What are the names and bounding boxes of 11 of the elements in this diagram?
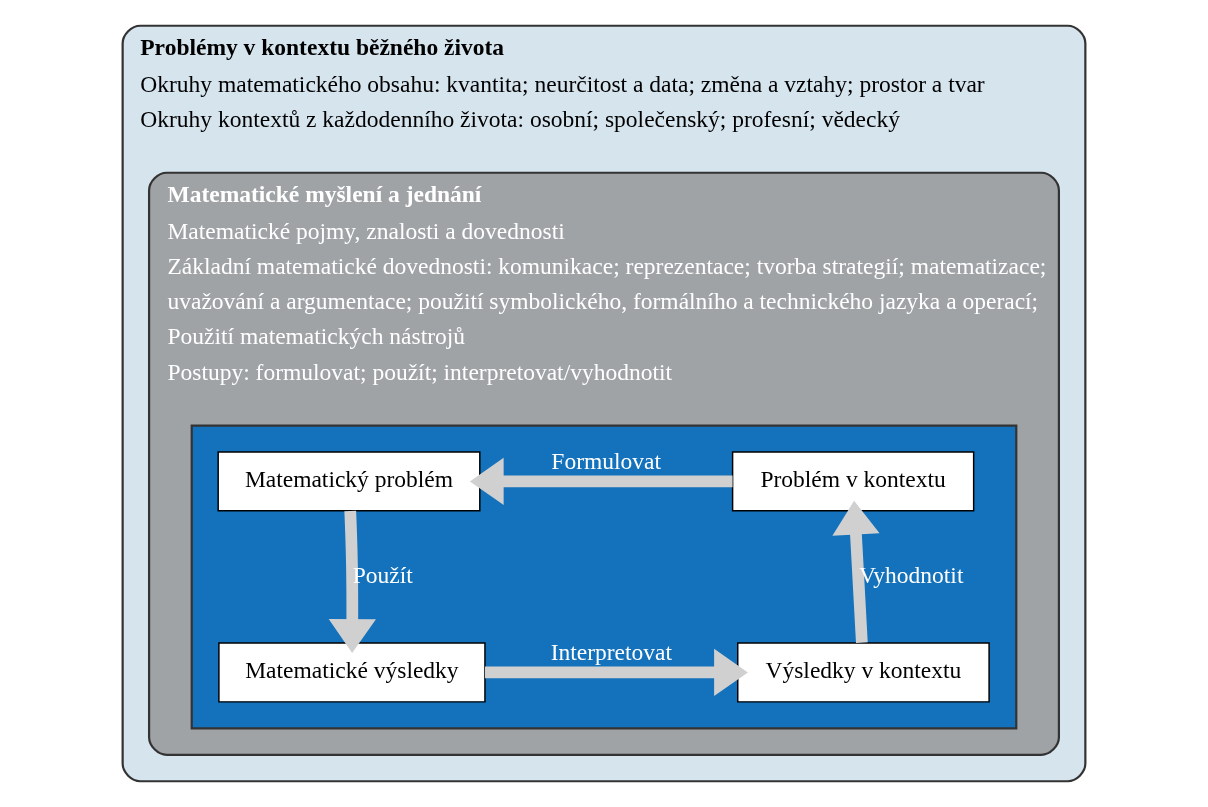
node-box: Matematický problém xyxy=(217,451,481,512)
arrow xyxy=(328,510,376,654)
edge-label: Formulovat xyxy=(551,448,662,475)
arrow xyxy=(469,457,733,506)
edge-label: Interpretovat xyxy=(550,639,673,666)
arrow xyxy=(832,500,880,643)
node-box: Výsledky v kontextu xyxy=(737,642,990,703)
node-box: Matematické výsledky xyxy=(218,642,486,703)
cluster xyxy=(190,424,1018,730)
arrow xyxy=(484,648,748,697)
node-box: Problém v kontextu xyxy=(731,451,975,512)
